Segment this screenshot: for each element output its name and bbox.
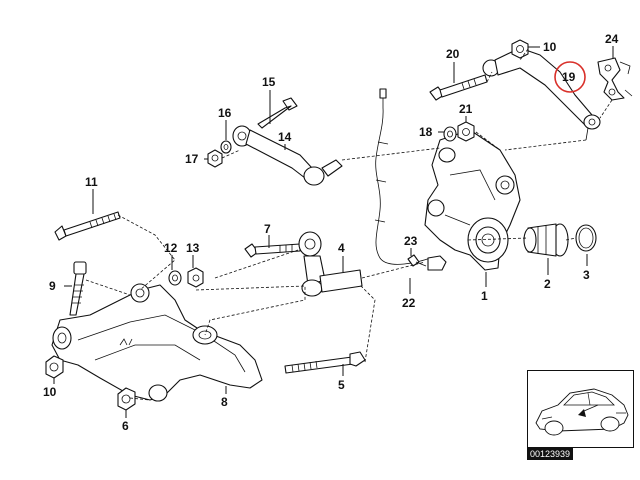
circlip-3	[575, 224, 597, 252]
callout-3[interactable]: 3	[583, 268, 590, 282]
nut-10-top	[511, 39, 529, 59]
callout-17[interactable]: 17	[185, 152, 199, 166]
callout-11[interactable]: 11	[85, 175, 98, 189]
callout-18[interactable]: 18	[419, 125, 433, 139]
callout-15[interactable]: 15	[262, 75, 276, 89]
wheel-carrier-1	[424, 129, 521, 271]
car-silhouette-icon	[535, 388, 629, 436]
sensor-cable	[374, 88, 431, 265]
callout-labels: 1 2 3 4 5 6 7 8 9 10 10 11 12 13 14 15 1…	[43, 32, 619, 433]
callout-21[interactable]: 21	[459, 102, 473, 116]
callout-9[interactable]: 9	[49, 279, 56, 293]
control-arm-4	[298, 231, 363, 297]
callout-10-left[interactable]: 10	[43, 385, 57, 399]
rear-axle-carrier	[51, 283, 263, 402]
callout-14[interactable]: 14	[278, 130, 292, 144]
callout-13[interactable]: 13	[186, 241, 200, 255]
nut-21	[457, 121, 475, 142]
callout-8[interactable]: 8	[221, 395, 228, 409]
callout-1[interactable]: 1	[481, 289, 488, 303]
callout-22[interactable]: 22	[402, 296, 416, 310]
sensor-22	[427, 255, 447, 271]
bolt-11	[54, 211, 121, 241]
callout-20[interactable]: 20	[446, 47, 460, 61]
nut-10-left	[45, 355, 64, 379]
washer-16	[220, 140, 232, 154]
callout-7[interactable]: 7	[264, 222, 271, 236]
callout-24[interactable]: 24	[605, 32, 619, 46]
callout-12[interactable]: 12	[164, 241, 178, 255]
bolt-23	[407, 254, 427, 267]
leader-lines	[53, 46, 614, 418]
nut-17	[207, 149, 223, 168]
nut-18	[443, 126, 457, 142]
callout-10-top[interactable]: 10	[543, 40, 557, 54]
bracket-24	[597, 57, 633, 101]
bolt-5	[284, 351, 366, 374]
bolt-20	[429, 74, 488, 101]
vehicle-locator-inset	[527, 370, 634, 448]
washer-12	[168, 270, 182, 286]
drive-flange-2	[523, 223, 569, 257]
bolt-7	[244, 243, 301, 258]
bolt-15	[257, 97, 298, 129]
callout-6[interactable]: 6	[122, 419, 129, 433]
assembly-lines	[85, 48, 613, 401]
callout-19[interactable]: 19	[562, 70, 576, 84]
callout-16[interactable]: 16	[218, 106, 232, 120]
callout-5[interactable]: 5	[338, 378, 345, 392]
control-arm-14	[232, 125, 343, 186]
nut-13	[187, 267, 204, 288]
callout-2[interactable]: 2	[544, 277, 551, 291]
diagram-code: 00123939	[527, 448, 574, 460]
callout-23[interactable]: 23	[404, 234, 418, 248]
bolt-9	[69, 261, 87, 316]
control-arm-19	[482, 47, 601, 141]
callout-4[interactable]: 4	[338, 241, 345, 255]
nut-6	[117, 387, 136, 411]
highlight-ring-19	[554, 61, 586, 93]
